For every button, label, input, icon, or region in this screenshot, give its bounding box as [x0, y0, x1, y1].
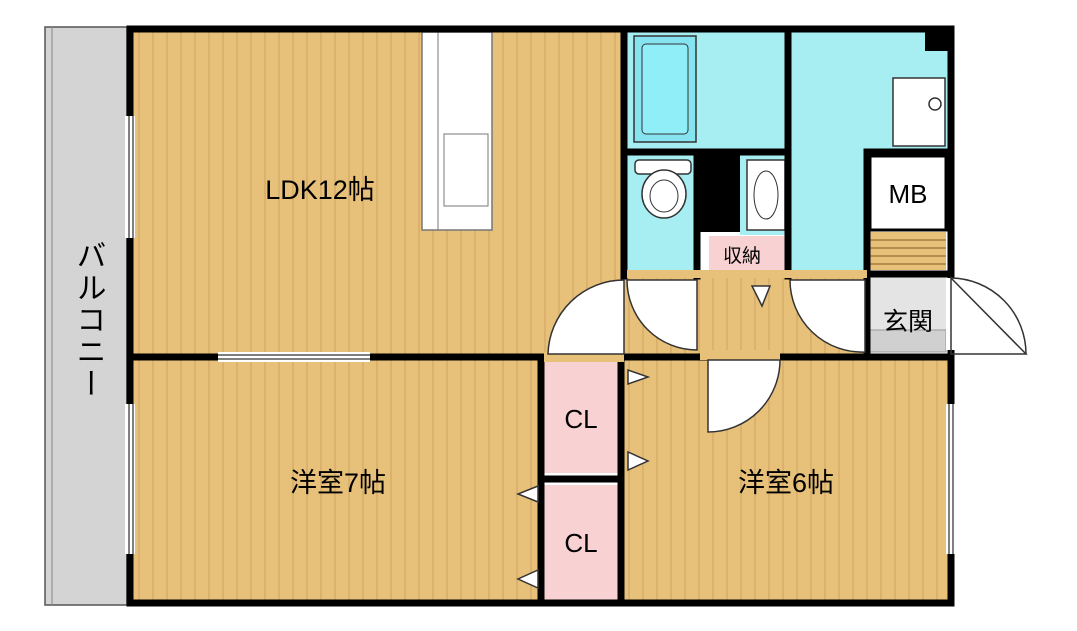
shoe-rack — [870, 232, 946, 270]
toilet-icon — [634, 159, 692, 219]
storage — [709, 236, 785, 274]
western6-floor — [624, 360, 948, 600]
western7-floor — [133, 360, 538, 600]
wash-area — [790, 150, 865, 272]
balcony — [44, 26, 128, 606]
wall-block — [700, 152, 740, 232]
mb-box — [868, 154, 948, 232]
ldk-floor — [133, 32, 623, 354]
western6-label: 洋室6帖 — [738, 468, 834, 498]
ldk-label: LDK12帖 — [265, 175, 375, 205]
closet-lower-label: CL — [564, 528, 597, 558]
storage-label: 収納 — [723, 245, 761, 267]
mb-label: MB — [889, 179, 928, 209]
door-swings — [515, 276, 1028, 590]
closet-lower — [544, 485, 618, 600]
western7-label: 洋室7帖 — [290, 468, 386, 498]
kitchen-counter — [421, 31, 493, 231]
closet-upper-label: CL — [564, 404, 597, 434]
washing-machine-icon — [892, 77, 946, 147]
sink-icon — [746, 159, 786, 231]
entrance-label: 玄関 — [883, 308, 933, 336]
closet-upper — [544, 360, 618, 473]
balcony-label: バルコニー — [72, 240, 105, 400]
